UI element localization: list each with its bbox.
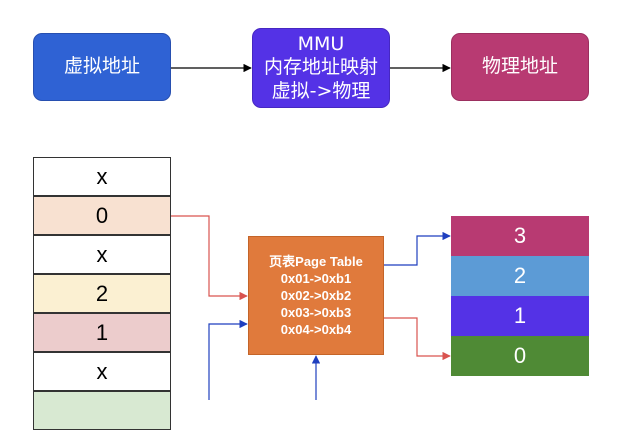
virtual-address-box: 虚拟地址 xyxy=(33,33,171,101)
physical-frame-cell: 3 xyxy=(451,216,589,256)
virtual-page-cell: x xyxy=(33,352,171,391)
virtual-page-cell: 0 xyxy=(33,196,171,235)
connector-layer xyxy=(171,63,451,400)
virtual-page-cell xyxy=(33,391,171,430)
physical-address-label: 物理地址 xyxy=(481,55,558,78)
page-table-title: 页表Page Table xyxy=(269,253,363,269)
mmu-subtitle: 内存地址映射 xyxy=(263,56,378,79)
page-table-entry: 0x02->0xb2 xyxy=(280,287,352,303)
virtual-page-cell: 1 xyxy=(33,313,171,352)
physical-frame-cell: 0 xyxy=(451,336,589,376)
page-table-entry: 0x04->0xb4 xyxy=(280,322,352,338)
page-table-entry: 0x03->0xb3 xyxy=(280,305,352,321)
arrow-page0-to-table xyxy=(171,215,248,301)
arrow-table-to-frame-0 xyxy=(384,317,451,361)
mmu-mapping: 虚拟->物理 xyxy=(271,79,371,102)
virtual-page-cell: x xyxy=(33,157,171,196)
virtual-address-label: 虚拟地址 xyxy=(63,55,140,78)
physical-address-box: 物理地址 xyxy=(451,33,589,101)
mmu-box: MMU 内存地址映射 虚拟->物理 xyxy=(252,28,390,108)
arrow-table-to-frame-3 xyxy=(384,231,451,266)
physical-frame-cell: 1 xyxy=(451,296,589,336)
virtual-page-cell: 2 xyxy=(33,274,171,313)
physical-frame-cell: 2 xyxy=(451,256,589,296)
page-table-box: 页表Page Table 0x01->0xb1 0x02->0xb2 0x03-… xyxy=(248,236,384,355)
mmu-title: MMU xyxy=(297,33,345,56)
page-table-entry: 0x01->0xb1 xyxy=(280,270,352,286)
virtual-page-cell: x xyxy=(33,235,171,274)
arrow-lower-page-to-table xyxy=(208,319,248,400)
